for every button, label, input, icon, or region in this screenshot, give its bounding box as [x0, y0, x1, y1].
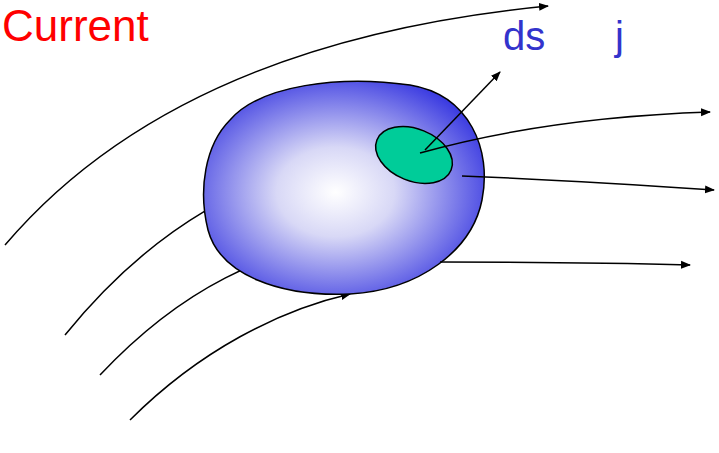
outgoing-field-lines [420, 72, 714, 265]
current-density-label: j [612, 14, 627, 58]
incoming-field-lines [5, 6, 548, 420]
normal-vector [425, 72, 500, 150]
area-element-label: ds [500, 14, 548, 58]
slide-title: Current [2, 2, 149, 50]
